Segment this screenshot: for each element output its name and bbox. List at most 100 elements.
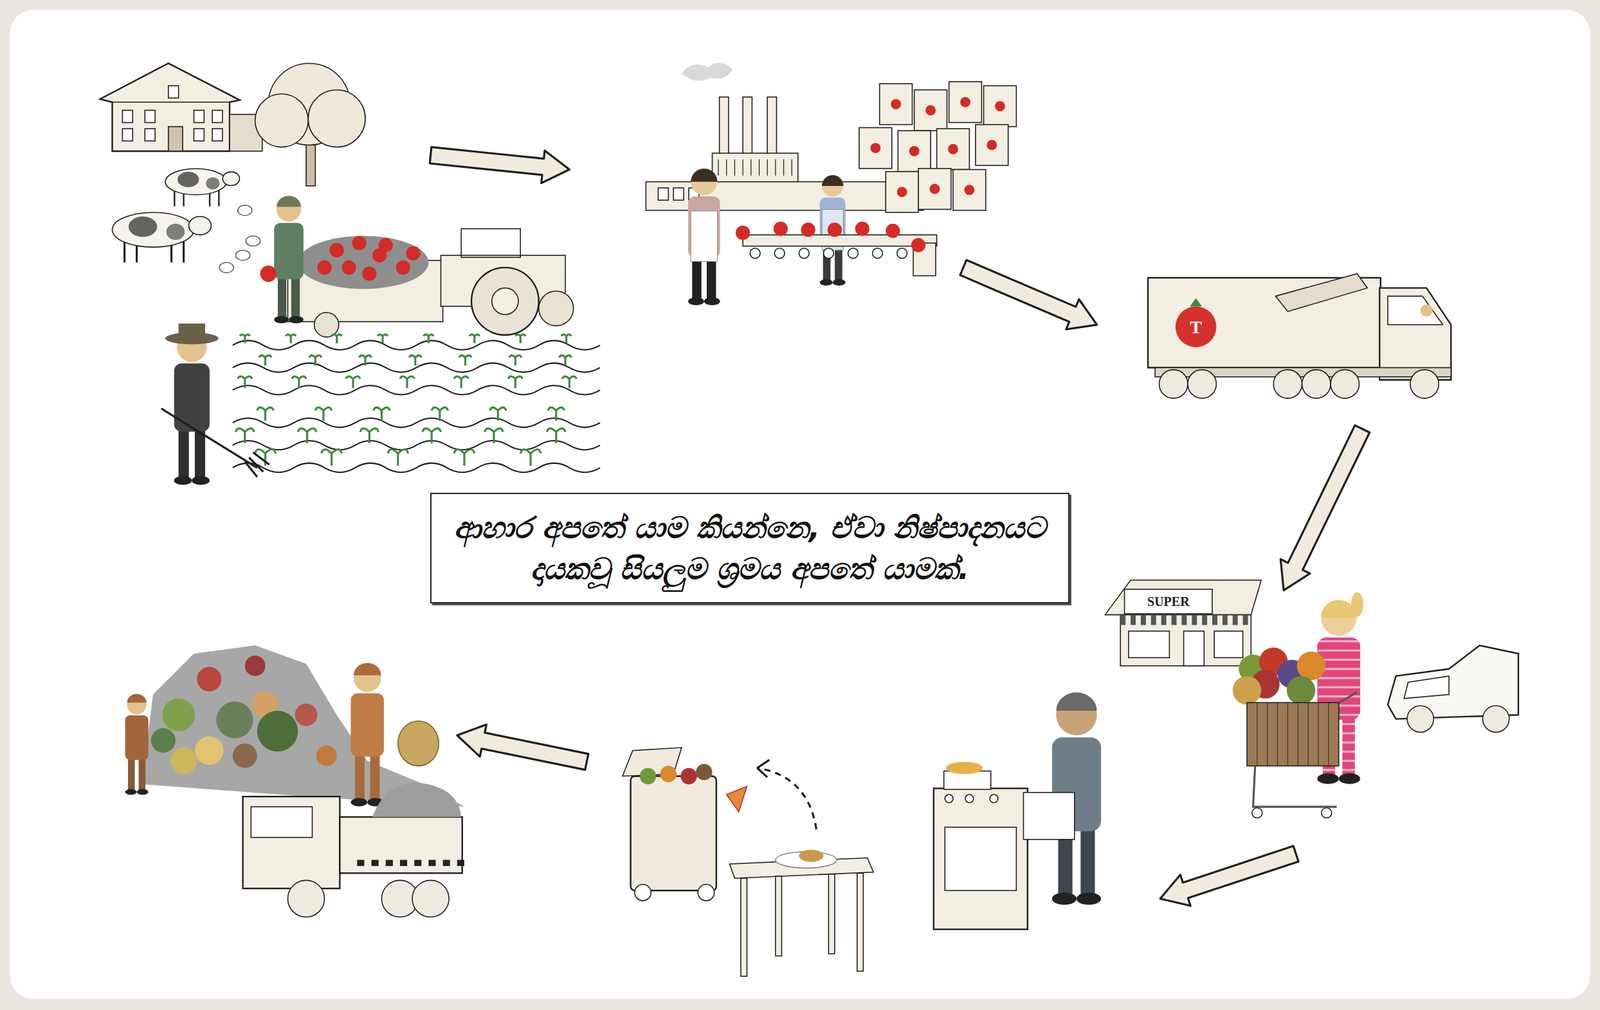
caption-box: ආහාර අපතේ යාම කියන්නෙ, ඒවා නිෂ්පාදනයට දා… xyxy=(430,492,1070,604)
sprout xyxy=(509,354,522,366)
tomato xyxy=(911,237,926,253)
sprout xyxy=(236,428,255,444)
sprout xyxy=(359,354,372,366)
illustration-part xyxy=(112,212,195,247)
illustration-part xyxy=(1243,614,1249,626)
tomato-box xyxy=(953,169,986,211)
illustration-part xyxy=(1161,614,1167,626)
illustration-part xyxy=(173,189,175,206)
tomato-box xyxy=(949,81,982,123)
roller xyxy=(848,248,859,259)
flow-arrows xyxy=(429,147,1370,906)
illustration-part xyxy=(123,239,126,263)
illustration-part xyxy=(174,475,193,485)
illustration-part xyxy=(742,159,744,176)
illustration-part xyxy=(832,279,846,286)
illustration-part xyxy=(125,715,149,760)
illustration-part xyxy=(1287,702,1289,766)
illustration-part xyxy=(1256,702,1258,766)
window xyxy=(657,187,669,200)
tomato xyxy=(773,221,788,236)
window xyxy=(673,187,684,200)
illustration-part xyxy=(1232,614,1238,626)
illustration-part xyxy=(125,789,137,795)
illustration-part xyxy=(273,222,304,280)
illustration-part xyxy=(1317,772,1339,784)
illustration-part xyxy=(1338,772,1361,784)
illustration-part xyxy=(182,239,185,263)
illustration-part xyxy=(1318,768,1361,771)
grocery xyxy=(1232,675,1262,705)
illustration-part xyxy=(351,693,384,757)
tomato xyxy=(406,246,421,261)
illustration-part xyxy=(1318,676,1361,679)
garbage-collection xyxy=(125,645,465,917)
tomato-box xyxy=(885,171,919,213)
illustration-part xyxy=(128,216,157,238)
sprout xyxy=(257,407,274,421)
tomato-box xyxy=(879,83,913,125)
harvest-pile xyxy=(297,236,429,290)
illustration-part xyxy=(166,223,186,240)
illustration-part xyxy=(205,176,220,190)
garbage-truck-cab xyxy=(243,796,341,889)
truck-wheel xyxy=(412,879,449,917)
illustration-part xyxy=(1318,649,1361,652)
conveyor xyxy=(742,234,937,246)
illustration-part xyxy=(356,859,364,867)
sprout xyxy=(459,354,472,366)
person xyxy=(688,168,721,306)
truck-wheel xyxy=(1159,369,1188,399)
tomato-box xyxy=(975,124,1009,166)
food-waste xyxy=(151,727,176,753)
garbage-truck-window xyxy=(250,806,312,838)
garbage-pile xyxy=(142,645,465,807)
illustration-part xyxy=(174,363,210,432)
table-and-bin xyxy=(622,747,874,977)
illustration-part xyxy=(165,168,227,195)
illustration-part xyxy=(288,315,304,323)
window xyxy=(122,128,133,141)
illustration-part xyxy=(1140,614,1146,626)
illustration-part xyxy=(734,159,736,176)
tomato xyxy=(885,223,900,238)
illustration-part xyxy=(1055,691,1097,711)
illustration-part xyxy=(1076,891,1101,905)
leftover xyxy=(798,849,824,862)
car-window xyxy=(1403,675,1449,699)
sprout xyxy=(508,376,523,388)
table-leg xyxy=(857,872,864,971)
window xyxy=(144,109,155,123)
sprout xyxy=(561,334,572,343)
food-waste xyxy=(257,710,298,752)
supermarket xyxy=(1104,580,1519,819)
sprout xyxy=(285,334,296,343)
table-leg xyxy=(828,873,835,954)
illustration-part xyxy=(1052,891,1077,905)
tree-crown xyxy=(255,93,309,148)
illustration-part xyxy=(1277,702,1278,766)
sprout xyxy=(360,428,379,444)
grocery xyxy=(1297,651,1326,680)
illustration-part xyxy=(1130,614,1136,626)
door xyxy=(168,126,183,152)
field-row xyxy=(232,418,600,428)
illustration-part xyxy=(354,753,365,801)
illustration-part xyxy=(1266,702,1268,766)
illustration-part xyxy=(276,195,301,207)
tractor-hub xyxy=(491,288,519,315)
illustration-part xyxy=(457,859,465,867)
illustration-part xyxy=(750,159,752,176)
sprout xyxy=(373,407,390,421)
chimney xyxy=(742,97,752,159)
farm xyxy=(100,63,601,485)
sprout xyxy=(345,376,361,388)
tomato-leaf xyxy=(1189,298,1202,307)
tomato xyxy=(378,237,393,253)
illustration-part xyxy=(1171,614,1177,626)
illustration-part xyxy=(690,168,718,182)
factory-base xyxy=(645,181,924,211)
illustration-part xyxy=(385,859,393,867)
bin-wheel xyxy=(634,884,651,901)
